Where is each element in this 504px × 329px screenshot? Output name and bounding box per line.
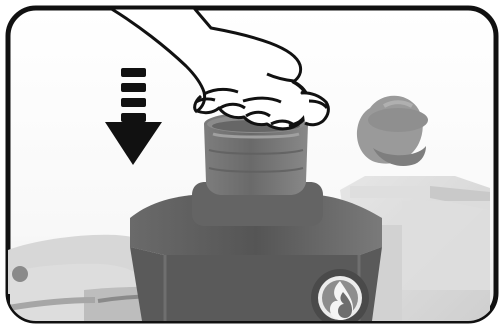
flame-icon (311, 269, 369, 327)
